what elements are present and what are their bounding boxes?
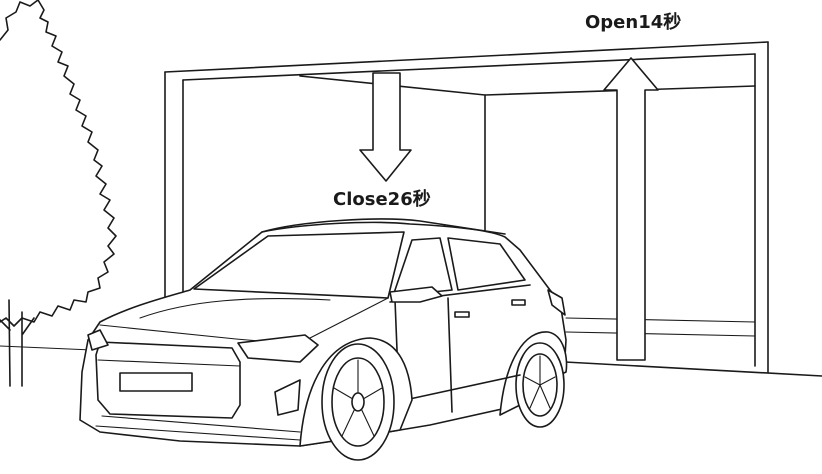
side-mirror [389,286,443,303]
garage-right-post [754,41,769,373]
rear-side-window [447,237,526,291]
car [79,218,568,461]
close-time-label: Close26秒 [333,188,431,210]
rear-door-handle [511,299,526,306]
tree-trunk [0,299,35,387]
garage-left-post [164,71,184,301]
tree [0,0,117,387]
garage-floor-lines [565,317,756,337]
front-wheel-hub [351,392,365,412]
close-down-arrow-icon [359,72,412,182]
car-windshield [193,231,405,299]
car-grille-line [97,359,241,367]
left-headlight [87,329,109,351]
open-up-arrow-icon [603,57,659,361]
tree-canopy [0,0,117,327]
front-bumper-lines [95,415,301,441]
ground-line-right [564,361,822,377]
open-time-label: Open14秒 [585,11,681,33]
license-plate [119,372,193,392]
right-headlight [237,334,319,363]
tail-lamp [547,289,566,316]
front-wheel-spokes [333,359,383,437]
car-roof-rail [261,218,506,235]
front-door-handle [454,311,470,318]
ground-line-left [0,345,93,351]
fog-intake [274,379,301,416]
garage-top-beam [164,41,769,81]
rear-wheel-spokes [524,355,556,409]
